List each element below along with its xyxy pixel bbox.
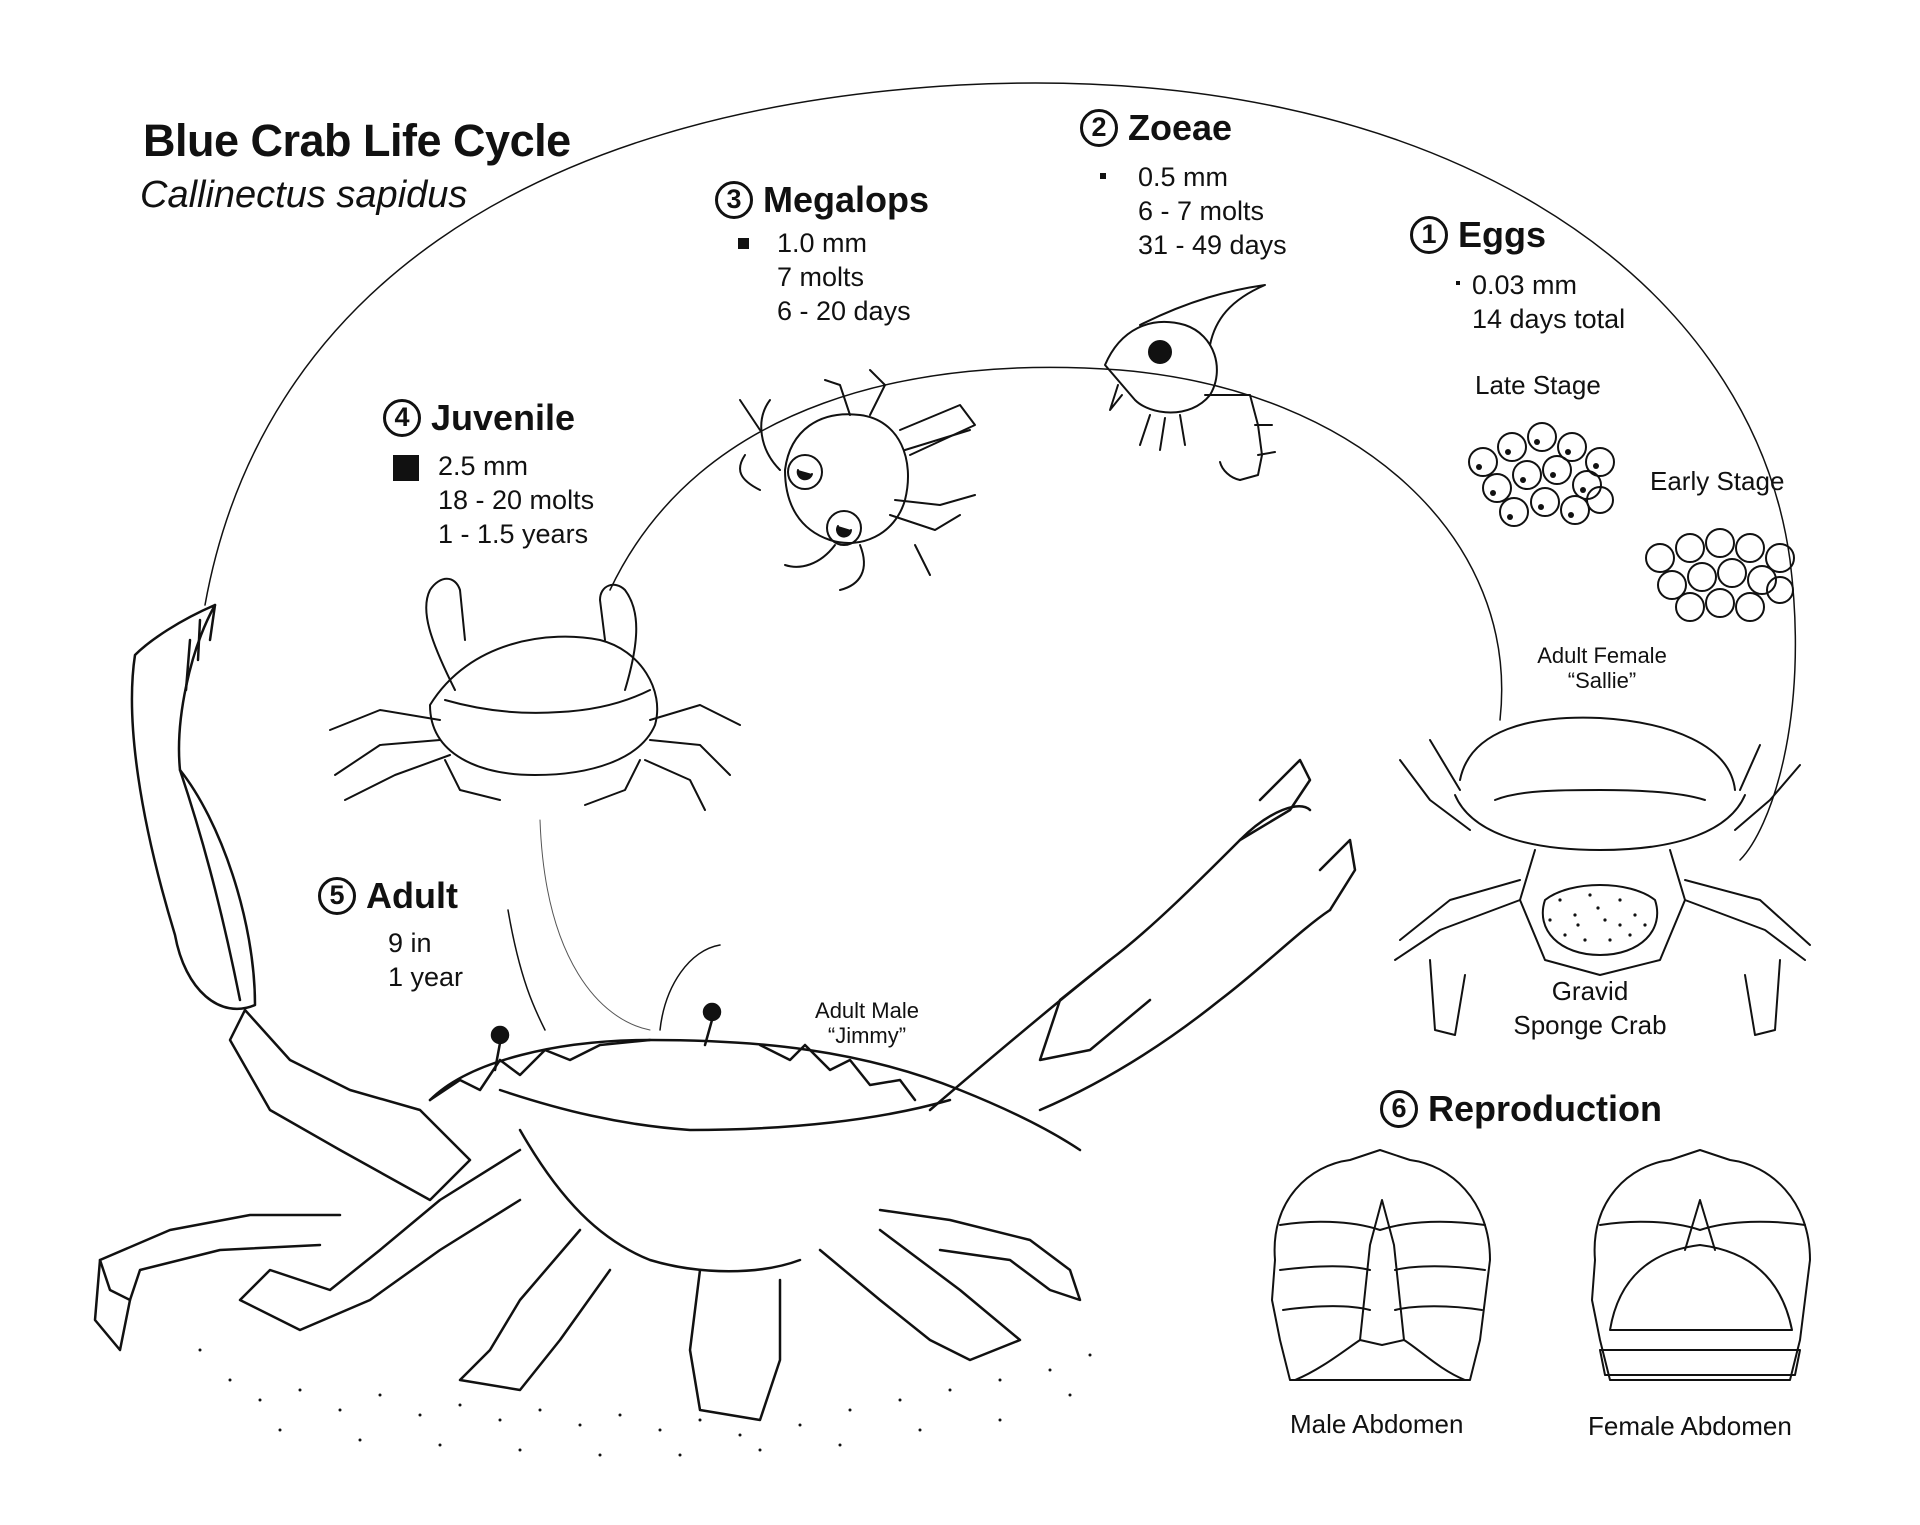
label-line: “Sallie” (1567, 668, 1637, 694)
sponge-stipple (1548, 893, 1647, 942)
label-late-stage: Late Stage (1475, 370, 1601, 400)
stage-number-badge: 4 (383, 398, 421, 437)
egg-cluster-late (1468, 422, 1615, 527)
label-line: Gravid (1551, 976, 1629, 1006)
stage-number-badge: 3 (715, 180, 753, 219)
sand-stipple (198, 1348, 1092, 1457)
size-mark-megalops (738, 238, 749, 249)
info-line: 14 days total (1472, 304, 1626, 334)
label-gravid-sponge: Gravid Sponge Crab (1500, 974, 1680, 1042)
stage-name: Adult (366, 875, 458, 916)
cycle-link-male (659, 944, 721, 1031)
stage-juvenile-heading: 4 Juvenile (383, 397, 575, 438)
info-line: 1.0 mm (777, 228, 868, 258)
info-line: 6 - 7 molts (1138, 196, 1265, 226)
stage-name: Juvenile (431, 397, 576, 438)
abdomen-icon-female (1591, 1149, 1811, 1381)
page-subtitle: Callinectus sapidus (140, 174, 468, 216)
page-title: Blue Crab Life Cycle (143, 115, 571, 166)
abdomen-icon-male (1271, 1149, 1491, 1381)
stage-number-badge: 5 (318, 876, 356, 915)
stage-number-badge: 1 (1410, 215, 1448, 254)
label-male-abdomen: Male Abdomen (1290, 1409, 1464, 1439)
cycle-arc-outer (204, 82, 1797, 861)
label-line: “Jimmy” (827, 1023, 907, 1049)
stage-reproduction-heading: 6 Reproduction (1380, 1088, 1662, 1129)
info-line: 0.03 mm (1472, 270, 1578, 300)
stage-zoeae-info: 0.5 mm 6 - 7 molts 31 - 49 days (1138, 160, 1287, 262)
egg-cluster-late-dots (1476, 439, 1599, 520)
juvenile-crab-illustration (329, 577, 741, 811)
zoea-illustration (1104, 284, 1276, 481)
adult-male-crab-illustration (93, 603, 1357, 1422)
info-line: 2.5 mm (438, 451, 529, 481)
cycle-arc-inner (609, 366, 1503, 721)
sponge-crab-illustration (1394, 716, 1811, 1036)
stage-adult-info: 9 in 1 year (388, 926, 463, 994)
label-female-abdomen: Female Abdomen (1588, 1411, 1792, 1441)
info-line: 0.5 mm (1138, 162, 1229, 192)
stage-name: Megalops (763, 179, 930, 220)
size-mark-eggs (1456, 281, 1460, 285)
stage-name: Zoeae (1128, 107, 1233, 148)
info-line: 1 - 1.5 years (438, 519, 589, 549)
stage-adult-heading: 5 Adult (318, 875, 458, 916)
info-line: 18 - 20 molts (438, 485, 595, 515)
label-early-stage: Early Stage (1650, 466, 1785, 496)
stage-megalops-heading: 3 Megalops (715, 179, 929, 220)
info-line: 6 - 20 days (777, 296, 911, 326)
cycle-link-adult-label (507, 909, 546, 1031)
stage-number-badge: 6 (1380, 1089, 1418, 1128)
cycle-link-juvenile-adult (539, 819, 651, 1031)
megalops-illustration (739, 369, 976, 591)
label-adult-female: Adult Female “Sallie” (1512, 643, 1692, 694)
stage-eggs-info: 0.03 mm 14 days total (1472, 268, 1625, 336)
label-line: Adult Male (815, 998, 919, 1023)
label-line: Adult Female (1537, 643, 1667, 668)
stage-name: Eggs (1458, 214, 1547, 255)
stage-eggs-heading: 1 Eggs (1410, 214, 1546, 255)
info-line: 9 in (388, 928, 432, 958)
egg-cluster-early (1645, 528, 1795, 622)
size-mark-juvenile (393, 455, 419, 481)
stage-megalops-info: 1.0 mm 7 molts 6 - 20 days (777, 226, 911, 328)
info-line: 31 - 49 days (1138, 230, 1287, 260)
info-line: 7 molts (777, 262, 865, 292)
label-adult-male: Adult Male “Jimmy” (782, 998, 952, 1049)
stage-juvenile-info: 2.5 mm 18 - 20 molts 1 - 1.5 years (438, 449, 594, 551)
stage-number-badge: 2 (1080, 108, 1118, 147)
label-line: Sponge Crab (1513, 1010, 1667, 1040)
size-mark-zoeae (1100, 173, 1106, 179)
info-line: 1 year (388, 962, 464, 992)
stage-name: Reproduction (1428, 1088, 1662, 1129)
stage-zoeae-heading: 2 Zoeae (1080, 107, 1232, 148)
